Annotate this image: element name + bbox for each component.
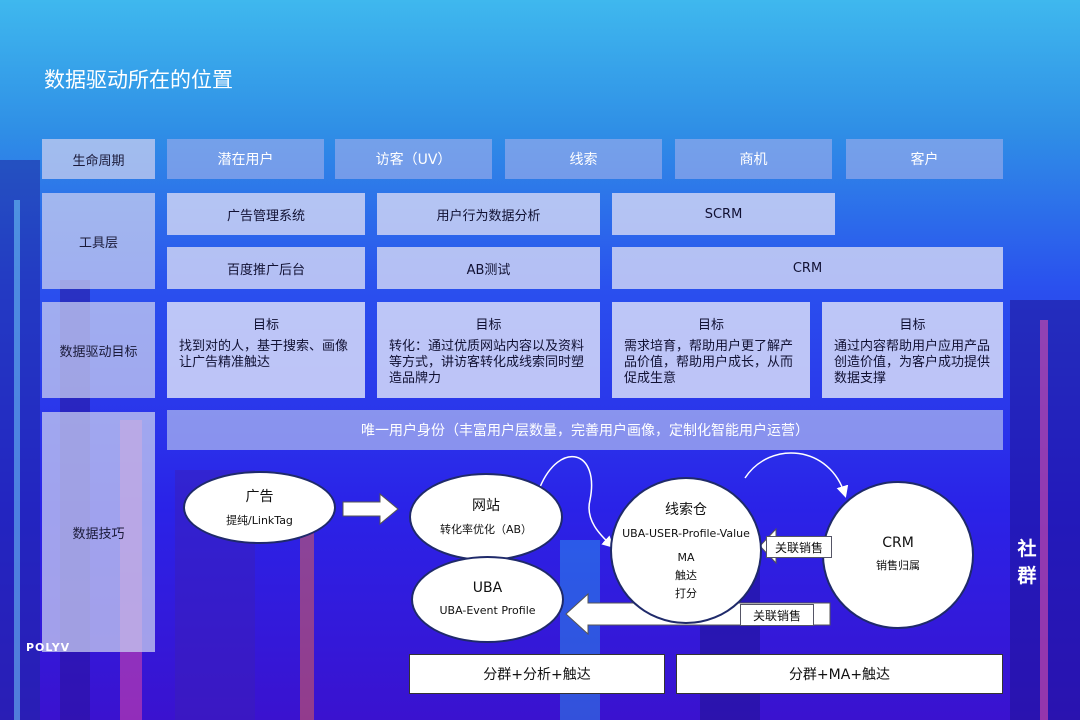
node-line: 打分 [675,586,697,600]
node-line: 触达 [675,568,697,582]
arrow-lead-to-crm [744,452,849,498]
stage-visitor: 访客（UV） [335,139,492,179]
bottom-box-segment-analyze: 分群+分析+触达 [409,654,665,694]
tool-baidu-promo: 百度推广后台 [167,247,365,289]
tool-ab-testing: AB测试 [377,247,600,289]
goal-heading: 目标 [475,318,502,333]
side-text-community: 社 群 [1014,536,1040,590]
row-label-tools: 工具层 [42,193,155,289]
arrow-ad-to-site [342,492,399,526]
goal-card-ad: 目标 找到对的人，基于搜索、画像让广告精准触达 [167,302,365,398]
related-sales-tag-2: 关联销售 [740,604,814,626]
row-label-goals: 数据驱动目标 [42,302,155,398]
node-title: UBA [472,579,503,596]
node-line: UBA-USER-Profile-Value [622,526,750,540]
bottom-box-segment-ma: 分群+MA+触达 [676,654,1003,694]
page-title: 数据驱动所在的位置 [44,68,233,92]
row-label-lifecycle: 生命周期 [42,139,155,179]
tool-behavior-analytics: 用户行为数据分析 [377,193,600,235]
tool-ad-management: 广告管理系统 [167,193,365,235]
node-title: 广告 [245,488,274,505]
goal-card-customer: 目标 通过内容帮助用户应用产品创造价值，为客户成功提供数据支撑 [822,302,1003,398]
node-subtitle: 提纯/LinkTag [226,513,293,527]
stage-opportunity: 商机 [675,139,832,179]
goal-heading: 目标 [899,318,926,333]
goal-card-site: 目标 转化：通过优质网站内容以及资料等方式，讲访客转化成线索同时塑造品牌力 [377,302,600,398]
goal-text: 转化：通过优质网站内容以及资料等方式，讲访客转化成线索同时塑造品牌力 [389,339,585,386]
stage-lead: 线索 [505,139,662,179]
goal-text: 需求培育，帮助用户更了解产品价值，帮助用户成长，从而促成生意 [624,339,794,386]
arrow-site-to-lead [539,455,615,549]
goal-card-lead: 目标 需求培育，帮助用户更了解产品价值，帮助用户成长，从而促成生意 [612,302,810,398]
node-title: 网站 [472,498,500,514]
node-ad: 广告 提纯/LinkTag [183,471,336,544]
related-sales-tag-1: 关联销售 [766,536,832,558]
node-line: MA [677,550,695,564]
node-subtitle: 转化率优化（AB） [439,523,533,536]
row-label-skills: 数据技巧 [42,412,155,652]
polyv-logo: POLYV [26,641,71,654]
tool-scrm: SCRM [612,193,835,235]
side-char: 社 [1017,538,1037,560]
node-title: CRM [882,535,914,551]
goal-heading: 目标 [697,318,724,333]
node-website: 网站 转化率优化（AB） [409,473,563,561]
tool-crm: CRM [612,247,1003,289]
node-uba: UBA UBA-Event Profile [411,556,564,643]
stage-potential-user: 潜在用户 [167,139,324,179]
side-char: 群 [1017,565,1037,587]
unique-identity-strip: 唯一用户身份（丰富用户层数量，完善用户画像，定制化智能用户运营） [167,410,1003,450]
node-crm: CRM 销售归属 [822,481,974,629]
goal-heading: 目标 [252,318,279,333]
node-title: 线索仓 [665,501,707,518]
node-lead-warehouse: 线索仓 UBA-USER-Profile-Value MA 触达 打分 [610,477,762,624]
node-subtitle: 销售归属 [876,559,920,572]
stage-customer: 客户 [846,139,1003,179]
goal-text: 通过内容帮助用户应用产品创造价值，为客户成功提供数据支撑 [834,339,991,386]
node-subtitle: UBA-Event Profile [439,603,536,617]
goal-text: 找到对的人，基于搜索、画像让广告精准触达 [179,339,349,370]
